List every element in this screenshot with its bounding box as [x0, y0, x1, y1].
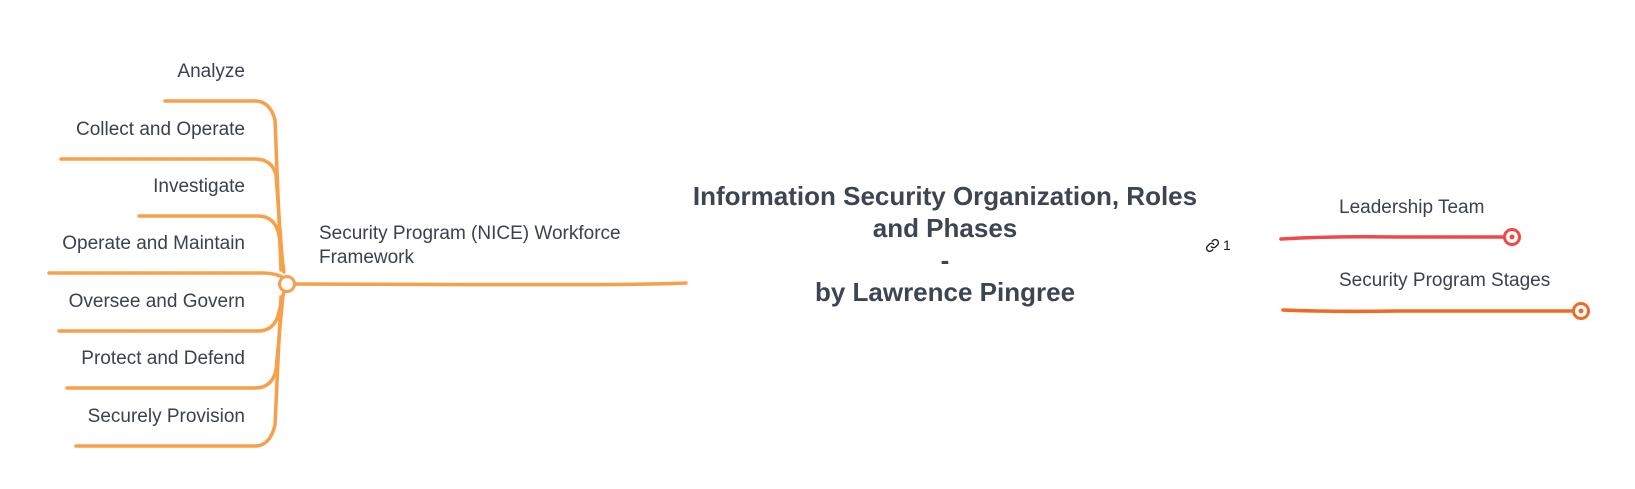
- subtopic-securely-provision[interactable]: Securely Provision: [87, 406, 245, 427]
- branch-line-leadership-team: [1279, 235, 1507, 241]
- central-topic-line-2: and Phases: [872, 213, 1018, 243]
- subtopic-protect-and-defend[interactable]: Protect and Defend: [81, 348, 245, 369]
- topic-security-program-stages[interactable]: Security Program Stages: [1339, 270, 1551, 291]
- main-branch-topic[interactable]: Security Program (NICE) Workforce Framew…: [319, 223, 621, 268]
- link-count: 1: [1223, 237, 1231, 253]
- branch-line-operate-and-maintain: [47, 271, 286, 280]
- link-badge[interactable]: 1: [1205, 236, 1231, 254]
- central-topic-line-4: by Lawrence Pingree: [814, 277, 1076, 307]
- collapse-node-dot-security-program-stages: [1578, 308, 1584, 314]
- central-topic[interactable]: Information Security Organization, Roles…: [660, 180, 1230, 308]
- branch-line-collect-and-operate: [59, 157, 285, 272]
- main-branch-line: [285, 281, 688, 287]
- central-topic-line-3: -: [940, 245, 950, 275]
- subtopic-investigate[interactable]: Investigate: [153, 176, 245, 197]
- subtopic-analyze[interactable]: Analyze: [177, 61, 245, 82]
- branch-line-securely-provision: [74, 295, 283, 448]
- branch-line-security-program-stages: [1281, 308, 1576, 314]
- subtopic-collect-and-operate[interactable]: Collect and Operate: [76, 119, 245, 140]
- branch-line-analyze: [163, 99, 283, 272]
- subtopic-oversee-and-govern[interactable]: Oversee and Govern: [68, 291, 245, 312]
- branch-line-investigate: [137, 214, 286, 274]
- link-icon: [1205, 238, 1220, 252]
- junction-node[interactable]: [278, 275, 296, 293]
- collapse-node-dot-leadership-team: [1509, 234, 1515, 240]
- topic-leadership-team[interactable]: Leadership Team: [1339, 197, 1485, 218]
- subtopic-operate-and-maintain[interactable]: Operate and Maintain: [62, 233, 245, 254]
- central-topic-line-1: Information Security Organization, Roles: [692, 181, 1198, 211]
